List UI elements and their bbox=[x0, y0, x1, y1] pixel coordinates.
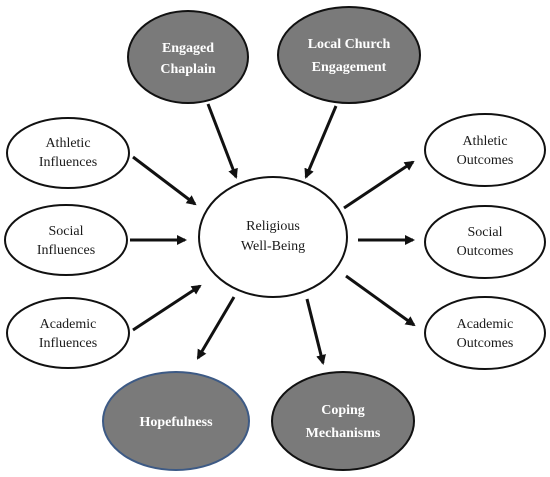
arrow-chaplain-to-center bbox=[206, 103, 238, 179]
academic-outcomes-line1: Academic bbox=[457, 317, 514, 332]
athletic-outcomes-line2: Outcomes bbox=[457, 153, 514, 168]
social-outcomes-line2: Outcomes bbox=[457, 244, 514, 259]
node-athletic-outcomes: Athletic Outcomes bbox=[424, 113, 546, 187]
social-influences-line2: Influences bbox=[37, 243, 95, 258]
node-hopefulness: Hopefulness bbox=[102, 371, 250, 471]
athletic-influences-line2: Influences bbox=[39, 155, 97, 170]
node-religious-well-being: Religious Well-Being bbox=[198, 176, 348, 298]
coping-line2: Mechanisms bbox=[306, 426, 381, 441]
arrow-church-to-center bbox=[304, 105, 338, 179]
arrow-center-to-coping bbox=[305, 298, 326, 365]
engaged-chaplain-line1: Engaged bbox=[162, 41, 214, 56]
academic-influences-line2: Influences bbox=[39, 336, 97, 351]
arrow-center-to-athletic-outcomes bbox=[343, 160, 415, 210]
academic-outcomes-line2: Outcomes bbox=[457, 336, 514, 351]
node-local-church-engagement: Local Church Engagement bbox=[277, 6, 421, 104]
node-academic-influences: Academic Influences bbox=[6, 297, 130, 369]
arrow-center-to-academic-outcomes bbox=[345, 274, 416, 327]
node-academic-outcomes: Academic Outcomes bbox=[424, 296, 546, 370]
coping-line1: Coping bbox=[321, 403, 365, 418]
athletic-outcomes-line1: Athletic bbox=[462, 134, 507, 149]
hopefulness-label: Hopefulness bbox=[139, 415, 213, 430]
node-social-outcomes: Social Outcomes bbox=[424, 205, 546, 279]
academic-influences-line1: Academic bbox=[40, 317, 97, 332]
local-church-line1: Local Church bbox=[308, 37, 391, 52]
social-influences-line1: Social bbox=[49, 224, 84, 239]
node-social-influences: Social Influences bbox=[4, 204, 128, 276]
node-engaged-chaplain: Engaged Chaplain bbox=[127, 10, 249, 104]
local-church-line2: Engagement bbox=[312, 60, 387, 75]
arrow-athletic-influences-to-center bbox=[132, 155, 197, 206]
engaged-chaplain-line2: Chaplain bbox=[160, 62, 215, 77]
center-line1: Religious bbox=[246, 219, 300, 234]
athletic-influences-line1: Athletic bbox=[45, 136, 90, 151]
center-line2: Well-Being bbox=[241, 239, 305, 254]
arrow-center-to-hopefulness bbox=[196, 296, 236, 360]
node-athletic-influences: Athletic Influences bbox=[6, 117, 130, 189]
node-coping-mechanisms: Coping Mechanisms bbox=[271, 371, 415, 471]
social-outcomes-line1: Social bbox=[468, 225, 503, 240]
arrow-academic-influences-to-center bbox=[132, 284, 202, 332]
arrows bbox=[130, 103, 416, 365]
